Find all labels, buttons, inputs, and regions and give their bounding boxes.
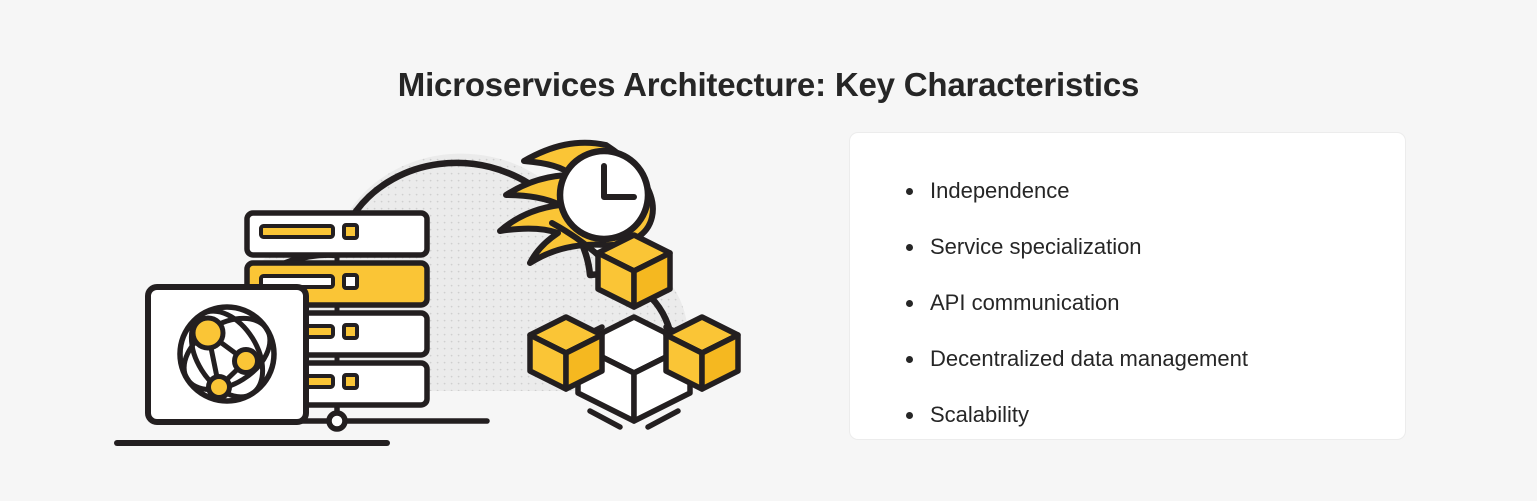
cube-bottom-left [527,314,605,392]
list-item: Scalability [900,387,1405,443]
bullet-icon [906,244,913,251]
server-rack-1 [244,210,430,258]
characteristics-card: Independence Service specialization API … [849,132,1406,440]
architecture-illustration [100,95,780,475]
list-item: Decentralized data management [900,331,1405,387]
list-item: Independence [900,163,1405,219]
list-item-label: Independence [930,178,1070,203]
bullet-icon [906,300,913,307]
list-item-label: Scalability [930,402,1030,427]
characteristics-list: Independence Service specialization API … [850,133,1405,443]
list-item: Service specialization [900,219,1405,275]
cube-top [595,232,673,310]
clock-hands [601,163,637,200]
list-item-label: API communication [930,290,1120,315]
page-title: Microservices Architecture: Key Characte… [397,66,1140,104]
list-item-label: Service specialization [930,234,1142,259]
cube-bottom-right [663,314,741,392]
bullet-icon [906,188,913,195]
list-item-label: Decentralized data management [930,346,1248,371]
connected-cubes-icon [527,232,741,430]
list-item: API communication [900,275,1405,331]
network-globe-icon [145,284,309,425]
bullet-icon [906,356,913,363]
bullet-icon [906,412,913,419]
